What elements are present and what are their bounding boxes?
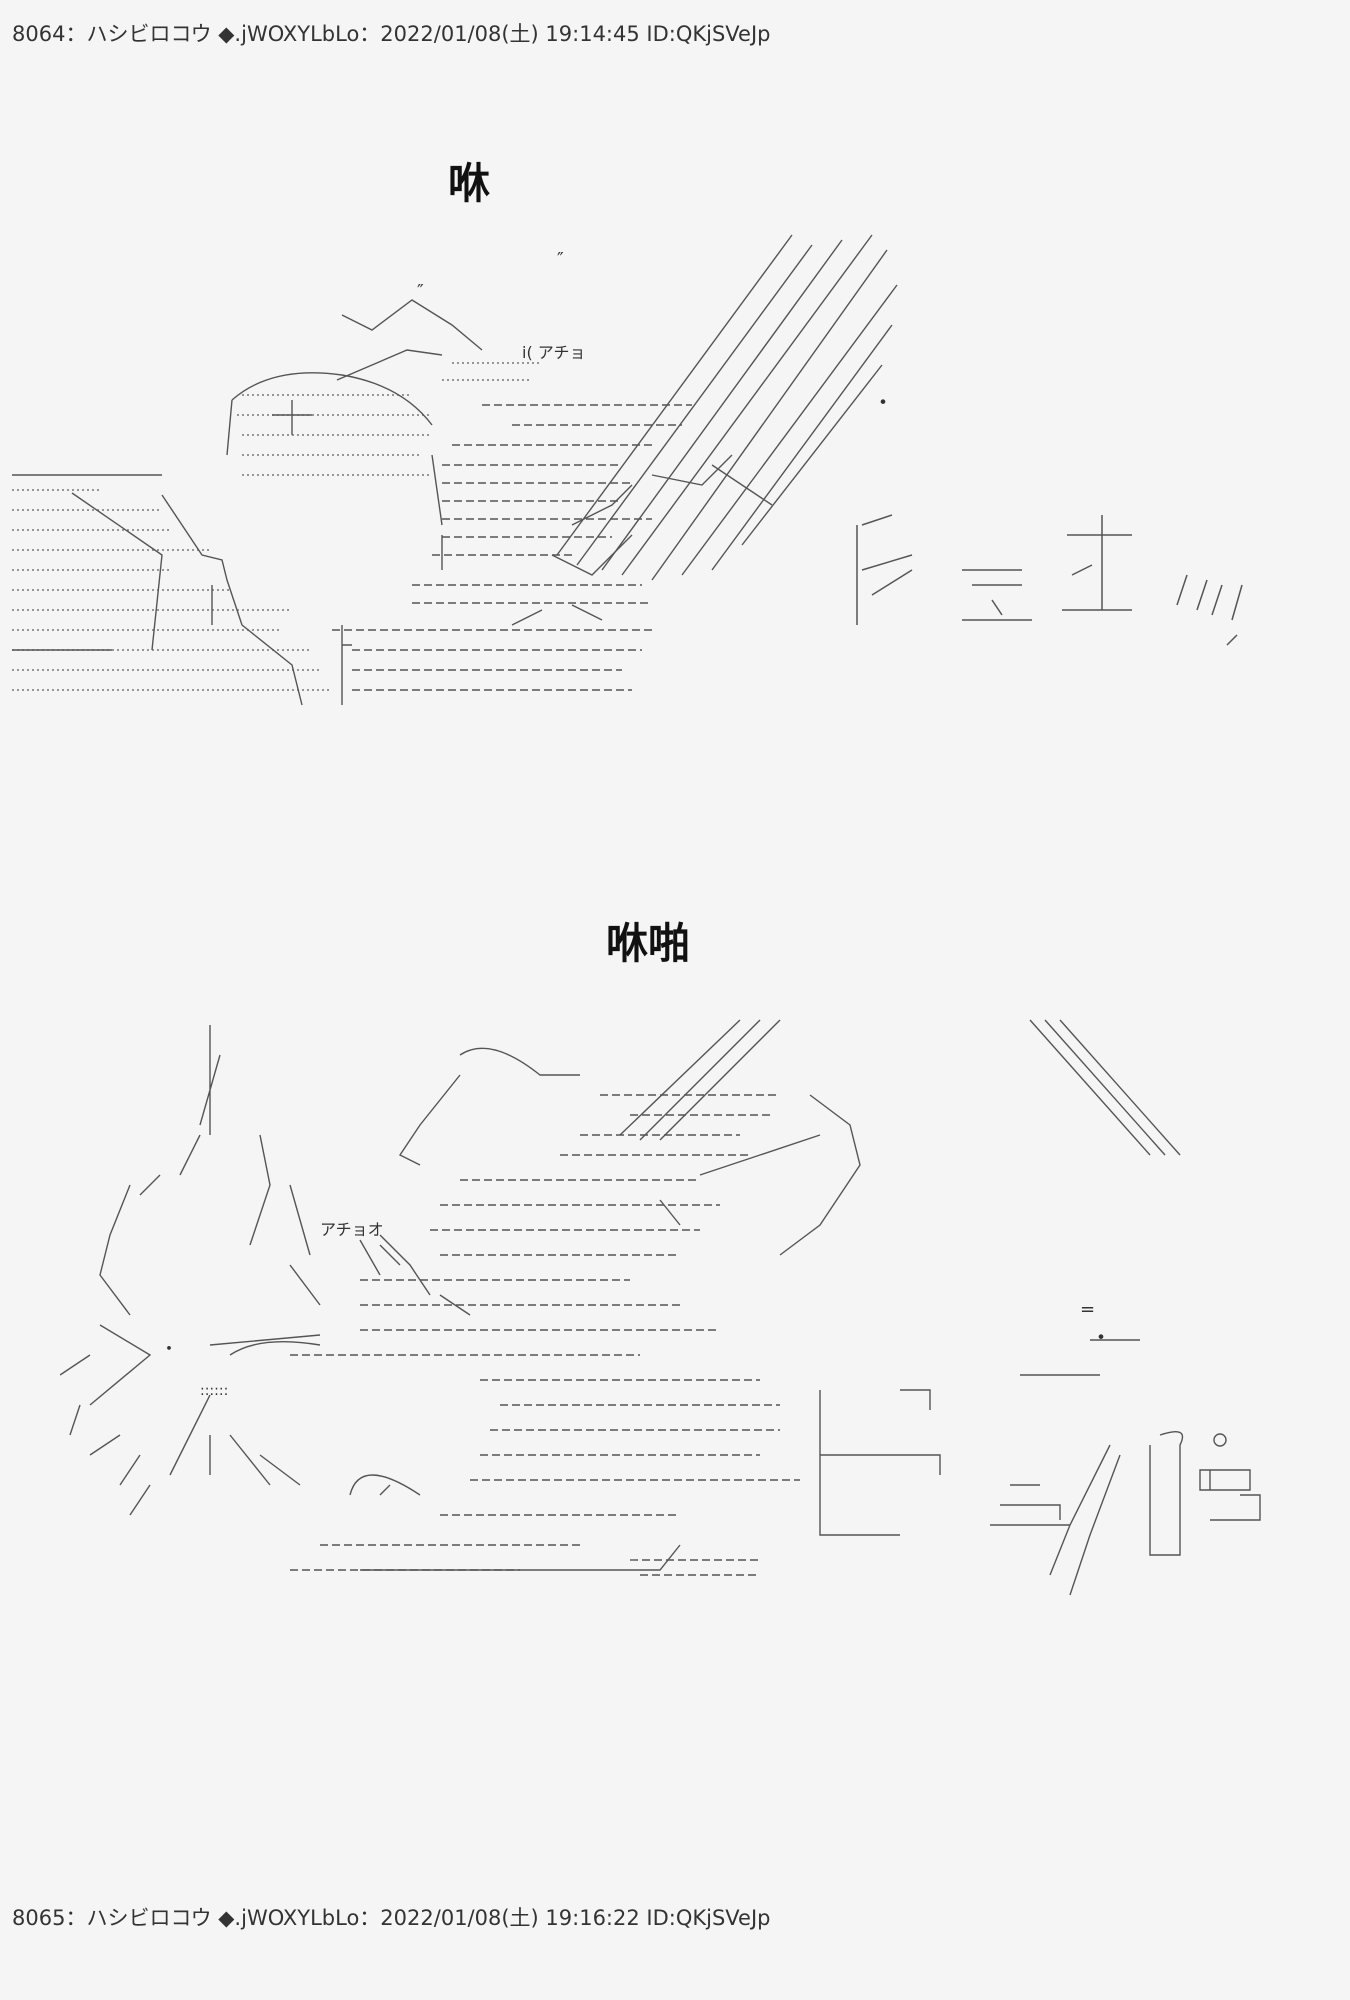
svg-text:=: = bbox=[1080, 1299, 1095, 1320]
caption-shu-pa: 咻啪 bbox=[606, 919, 691, 968]
post-header-8065: 8065：ハシビロコウ ◆.jWOXYLbLo：2022/01/08(土) 19… bbox=[12, 1906, 771, 1930]
ascii-art-2-drawing: アチョオ = ・ ・ :::::: bbox=[60, 1019, 1261, 1596]
art-label-achyo-o: アチョオ bbox=[320, 1220, 384, 1239]
ascii-art-panel-2: アチョオ = ・ ・ :::::: bbox=[60, 1015, 1340, 1775]
svg-text:::::::: :::::: bbox=[200, 1383, 228, 1399]
svg-text:・: ・ bbox=[872, 391, 894, 416]
caption-shu: 咻 bbox=[448, 159, 491, 208]
svg-text:・: ・ bbox=[1090, 1326, 1112, 1351]
art-label-achyo: i( アチョ bbox=[522, 343, 585, 362]
ascii-art-panel-1: i( アチョ ″ ″ ・ bbox=[12, 225, 1262, 785]
svg-text:・: ・ bbox=[160, 1339, 178, 1360]
post-header-8064: 8064：ハシビロコウ ◆.jWOXYLbLo：2022/01/08(土) 19… bbox=[12, 22, 771, 46]
ascii-art-1-drawing: i( アチョ ″ ″ ・ bbox=[12, 234, 1243, 706]
svg-text:″: ″ bbox=[417, 281, 424, 302]
svg-text:″: ″ bbox=[557, 249, 564, 270]
